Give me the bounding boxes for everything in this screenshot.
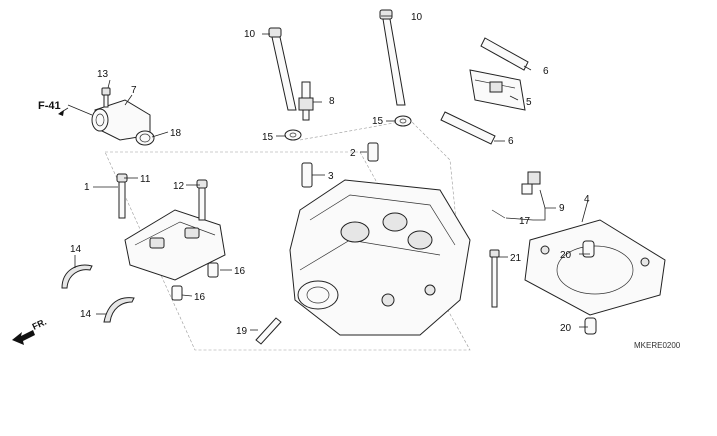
callout-19: 19 — [236, 326, 248, 337]
callout-16b: 16 — [194, 292, 206, 303]
callout-11: 11 — [140, 174, 151, 185]
guide-14-top[interactable] — [61, 264, 93, 289]
callout-2: 2 — [350, 148, 356, 159]
bolt-12[interactable] — [196, 179, 208, 221]
front-label: FR. — [31, 317, 48, 332]
callout-labels: 1 2 3 4 5 6 6 7 8 9 10 10 11 12 13 14 14… — [70, 12, 590, 337]
callout-9: 9 — [559, 203, 565, 214]
callout-13: 13 — [97, 69, 109, 80]
stud-bolt-10-right[interactable] — [379, 9, 406, 106]
arrow-left-icon — [58, 110, 64, 116]
o-ring-18[interactable] — [135, 130, 155, 146]
spark-plug-8[interactable] — [298, 81, 314, 121]
cylinder-head-gasket-4[interactable] — [524, 219, 666, 316]
temp-sensor-9[interactable] — [521, 171, 541, 195]
callout-20a: 20 — [560, 250, 572, 261]
callout-21: 21 — [510, 253, 522, 264]
front-arrow-icon — [12, 330, 35, 345]
callout-6b: 6 — [508, 136, 514, 147]
camshaft-holder[interactable] — [124, 209, 226, 281]
dowel-2[interactable] — [367, 142, 379, 162]
callout-17: 17 — [519, 216, 531, 227]
callout-15a: 15 — [262, 132, 274, 143]
callout-10b: 10 — [411, 12, 423, 23]
assembly-frames — [104, 119, 471, 351]
bolt-11[interactable] — [116, 173, 128, 219]
stud-19[interactable] — [255, 317, 282, 345]
collar-3[interactable] — [301, 162, 313, 188]
callout-8: 8 — [329, 96, 335, 107]
callout-20b: 20 — [560, 323, 572, 334]
callout-3: 3 — [328, 171, 334, 182]
callout-5: 5 — [526, 97, 532, 108]
callout-6a: 6 — [543, 66, 549, 77]
washer-15-left[interactable] — [284, 129, 302, 141]
rocker-shaft-6-bottom[interactable] — [440, 111, 496, 145]
dowel-pin-20-bottom[interactable] — [584, 317, 597, 335]
callout-14b: 14 — [80, 309, 92, 320]
callout-1: 1 — [84, 182, 90, 193]
washer-15-right[interactable] — [394, 115, 412, 127]
figure-code: MKERE0200 — [634, 341, 681, 350]
rocker-shaft-6-top[interactable] — [480, 37, 529, 71]
front-direction-indicator: FR. — [12, 317, 48, 345]
collar-16-right[interactable] — [207, 262, 219, 278]
callout-14a: 14 — [70, 244, 82, 255]
callout-12: 12 — [173, 181, 185, 192]
dowel-pin-20-top[interactable] — [582, 240, 595, 258]
callout-15b: 15 — [372, 116, 384, 127]
leader-lines — [67, 15, 590, 331]
bolt-21[interactable] — [489, 249, 500, 308]
bolt-13[interactable] — [101, 87, 111, 108]
stud-bolt-10-left[interactable] — [268, 27, 297, 111]
cylinder-head[interactable] — [289, 179, 471, 336]
rocker-arm-holder-5[interactable] — [469, 69, 526, 111]
reference-f41[interactable]: F-41 — [38, 100, 69, 116]
callout-16a: 16 — [234, 266, 246, 277]
reference-label: F-41 — [38, 100, 61, 112]
callout-10a: 10 — [244, 29, 256, 40]
collar-16-left[interactable] — [171, 285, 183, 301]
guide-14-bottom[interactable] — [103, 297, 135, 323]
clip-17[interactable] — [491, 209, 506, 219]
callout-18: 18 — [170, 128, 182, 139]
callout-7: 7 — [131, 85, 137, 96]
callout-4: 4 — [584, 194, 590, 205]
